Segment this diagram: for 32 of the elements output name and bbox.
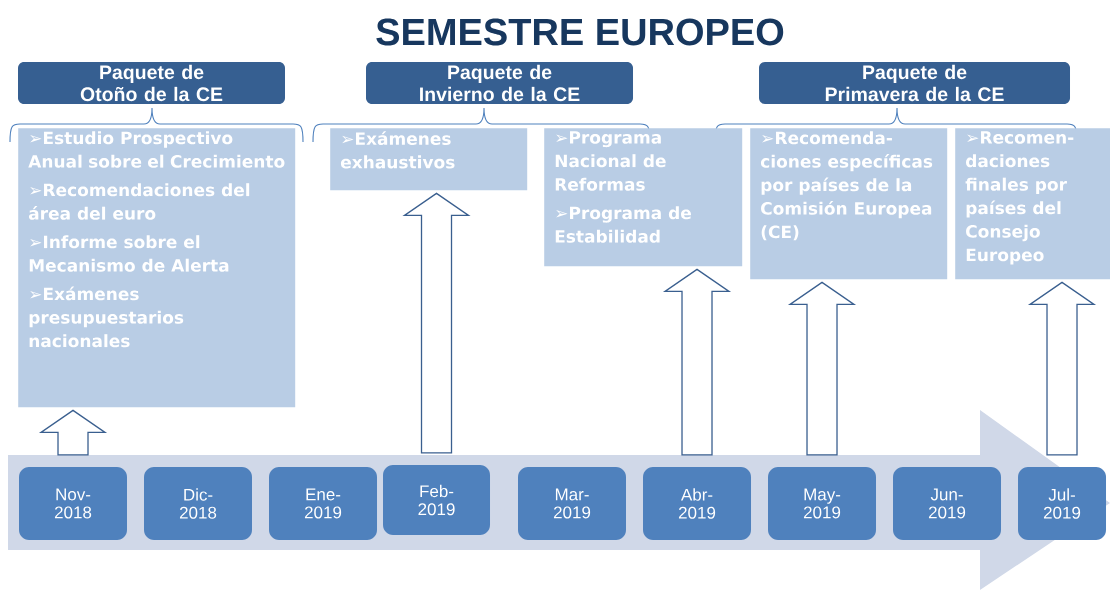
month-box: Jul- 2019 xyxy=(1018,467,1106,540)
up-arrow xyxy=(662,268,732,456)
month-box: May- 2019 xyxy=(768,467,876,540)
list-item: ➢Exámenes presupuestarios nacionales xyxy=(29,286,184,348)
package-header: Paquete de Otoño de la CE xyxy=(18,62,285,104)
up-arrow xyxy=(1027,281,1097,456)
page-title: SEMESTRE EUROPEO xyxy=(376,18,784,46)
list-item: ➢Estudio Prospectivo Anual sobre el Crecimiento xyxy=(28,131,285,168)
up-arrow xyxy=(38,409,108,456)
list-item: ➢Recomenda- ciones específicas por países de la Comisión Europea (CE) xyxy=(760,131,933,241)
list-item: ➢Exámenes exhaustivos xyxy=(340,131,455,169)
content-box xyxy=(750,128,948,280)
list-item: ➢Recomen- daciones finales por países del Consejo Europeo xyxy=(965,131,1074,265)
content-box xyxy=(18,128,296,408)
month-box: Jun- 2019 xyxy=(893,467,1001,540)
content-box xyxy=(330,128,528,191)
list-item: ➢Programa de Estabilidad xyxy=(555,206,691,243)
package-header: Paquete de Primavera de la CE xyxy=(759,62,1070,104)
month-box: Feb- 2019 xyxy=(383,465,490,535)
list-item: ➢Recomendaciones del área del euro xyxy=(28,183,250,220)
package-header: Paquete de Invierno de la CE xyxy=(366,62,633,104)
up-arrow xyxy=(787,281,857,456)
up-arrow xyxy=(402,192,471,454)
month-box: Dic- 2018 xyxy=(144,467,252,540)
content-box xyxy=(544,128,743,267)
list-item: ➢Informe sobre el Mecanismo de Alerta xyxy=(29,235,229,272)
content-box xyxy=(955,128,1110,280)
month-box: Ene- 2019 xyxy=(269,467,377,540)
list-item: ➢Programa Nacional de Reformas xyxy=(555,131,666,191)
month-box: Mar- 2019 xyxy=(518,467,626,540)
month-box: Nov- 2018 xyxy=(19,467,127,540)
month-box: Abr- 2019 xyxy=(643,467,751,540)
